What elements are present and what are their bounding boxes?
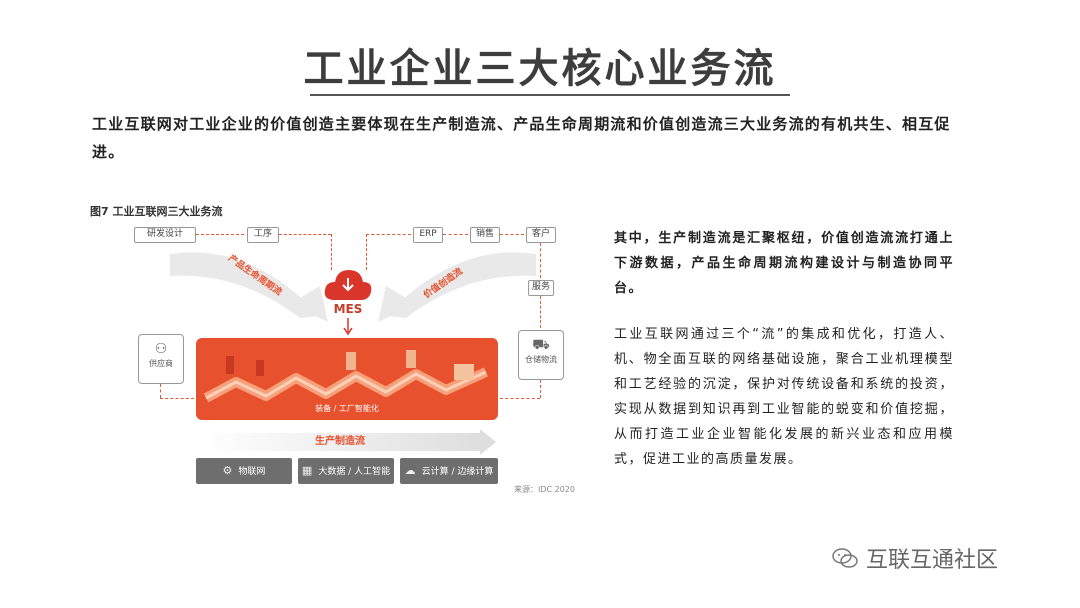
warehouse-logistics-node: ⛟ 仓储物流 bbox=[518, 330, 564, 380]
connector bbox=[160, 398, 194, 399]
intro-paragraph: 工业互联网对工业企业的价值创造主要体现在生产制造流、产品生命周期流和价值创造流三… bbox=[92, 115, 951, 161]
iot-icon: ⚙ bbox=[222, 464, 233, 477]
tech-box-iot: ⚙ 物联网 bbox=[196, 458, 292, 484]
value-flow-arrow bbox=[378, 252, 536, 322]
wechat-icon bbox=[832, 548, 858, 568]
connector bbox=[196, 234, 244, 235]
box-rd-design: 研发设计 bbox=[134, 227, 196, 243]
supplier-node: ⚇ 供应商 bbox=[138, 334, 184, 384]
box-process: 工序 bbox=[247, 227, 279, 243]
right-paragraph-summary: 其中，生产制造流是汇聚枢纽，价值创造流流打通上下游数据，产品生命周期流构建设计与… bbox=[614, 231, 954, 296]
factory-line-illustration bbox=[203, 350, 489, 403]
factory-label: 装备 / 工厂智能化 bbox=[315, 404, 379, 413]
warehouse-label: 仓储物流 bbox=[525, 355, 557, 364]
box-service: 服务 bbox=[528, 280, 554, 296]
tech-box-cloud-edge: ☁ 云计算 / 边缘计算 bbox=[400, 458, 498, 484]
data-icon: ▦ bbox=[301, 464, 313, 477]
connector bbox=[160, 384, 161, 398]
mes-down-arrow bbox=[343, 318, 353, 336]
lifecycle-flow-arrow bbox=[170, 252, 328, 322]
connector bbox=[279, 234, 331, 235]
box-customer: 客户 bbox=[526, 227, 556, 243]
connector bbox=[366, 234, 367, 270]
network-icon: ⚇ bbox=[154, 341, 168, 357]
watermark: 互联互通社区 bbox=[832, 542, 998, 574]
connector bbox=[540, 243, 541, 278]
connector bbox=[540, 380, 541, 398]
tech-box-bigdata-ai: ▦ 大数据 / 人工智能 bbox=[298, 458, 394, 484]
flow-band-arrowhead bbox=[480, 429, 496, 455]
connector bbox=[443, 234, 468, 235]
connector bbox=[366, 234, 411, 235]
mes-cloud-icon bbox=[324, 270, 372, 300]
watermark-text: 互联互通社区 bbox=[866, 548, 999, 573]
supplier-label: 供应商 bbox=[149, 359, 173, 368]
manufacturing-flow-band: 生产制造流 bbox=[200, 433, 480, 451]
truck-icon: ⛟ bbox=[532, 337, 550, 353]
title-rule bbox=[310, 94, 790, 96]
tech-label: 云计算 / 边缘计算 bbox=[421, 467, 494, 477]
box-sales: 销售 bbox=[470, 227, 500, 243]
connector bbox=[500, 398, 540, 399]
mes-label: MES bbox=[333, 302, 363, 316]
figure-source: 来源：IDC 2020 bbox=[514, 485, 576, 494]
connector bbox=[540, 296, 541, 328]
cloud-icon: ☁ bbox=[404, 464, 416, 477]
business-flow-diagram: 研发设计 工序 ERP 销售 客户 服务 产品生命周期流 价值创造流 MES ⚇… bbox=[130, 218, 590, 498]
connector bbox=[331, 234, 332, 270]
tech-label: 大数据 / 人工智能 bbox=[318, 467, 391, 477]
tech-label: 物联网 bbox=[238, 467, 266, 477]
page-title: 工业企业三大核心业务流 bbox=[303, 46, 777, 92]
connector bbox=[500, 234, 524, 235]
figure-caption: 图7 工业互联网三大业务流 bbox=[90, 205, 223, 218]
box-erp: ERP bbox=[413, 227, 443, 243]
manufacturing-flow-label: 生产制造流 bbox=[315, 436, 365, 447]
right-paragraph-detail: 工业互联网通过三个“流”的集成和优化，打造人、机、物全面互联的网络基础设施，聚合… bbox=[614, 327, 954, 467]
factory-block: 装备 / 工厂智能化 bbox=[196, 338, 498, 420]
